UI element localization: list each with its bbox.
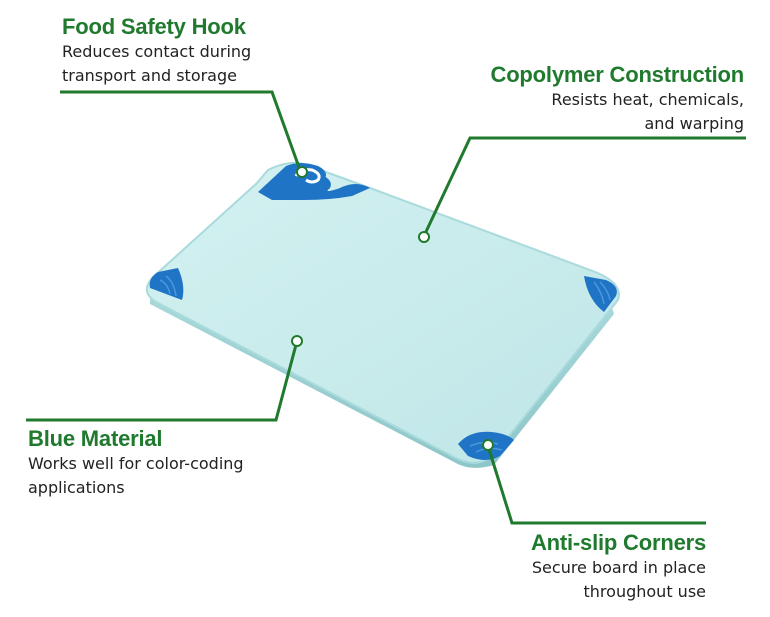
callout-description: Secure board in place throughout use [531,556,706,604]
leader-line-blue [26,340,299,422]
leader-dot-copolymer [418,231,430,243]
corner-ridges-left [159,275,177,297]
callout-copolymer-construction: Copolymer Construction Resists heat, che… [491,62,745,136]
callout-title: Blue Material [28,426,163,451]
callout-anti-slip-corners: Anti-slip Corners Secure board in place … [531,530,706,604]
leader-dot-blue [291,335,303,347]
callout-description: Works well for color-coding applications [28,452,244,500]
leader-line-antislip [486,445,706,525]
callout-description-line: throughout use [583,582,706,601]
leader-dot-hook [296,166,308,178]
callout-description-line: Works well for color-coding [28,454,244,473]
leader-line-copolymer [422,136,746,237]
leader-line-hook [60,90,302,171]
callout-description-line: transport and storage [62,66,237,85]
callout-description-line: applications [28,478,125,497]
callout-description-line: Resists heat, chemicals, [551,90,744,109]
callout-blue-material: Blue Material Works well for color-codin… [28,426,244,500]
cutting-board [145,161,620,464]
callout-title: Anti-slip Corners [530,530,706,555]
callout-title: Copolymer Construction [490,62,745,87]
callout-description: Reduces contact during transport and sto… [62,40,251,88]
callout-food-safety-hook: Food Safety Hook Reduces contact during … [62,14,251,88]
callout-title: Food Safety Hook [62,14,246,39]
callout-description: Resists heat, chemicals, and warping [491,88,744,136]
corner-ridges-right [593,281,611,305]
leader-dot-antislip [482,439,494,451]
callout-description-line: Reduces contact during [62,42,252,61]
callout-description-line: and warping [644,114,744,133]
callout-description-line: Secure board in place [531,558,706,577]
